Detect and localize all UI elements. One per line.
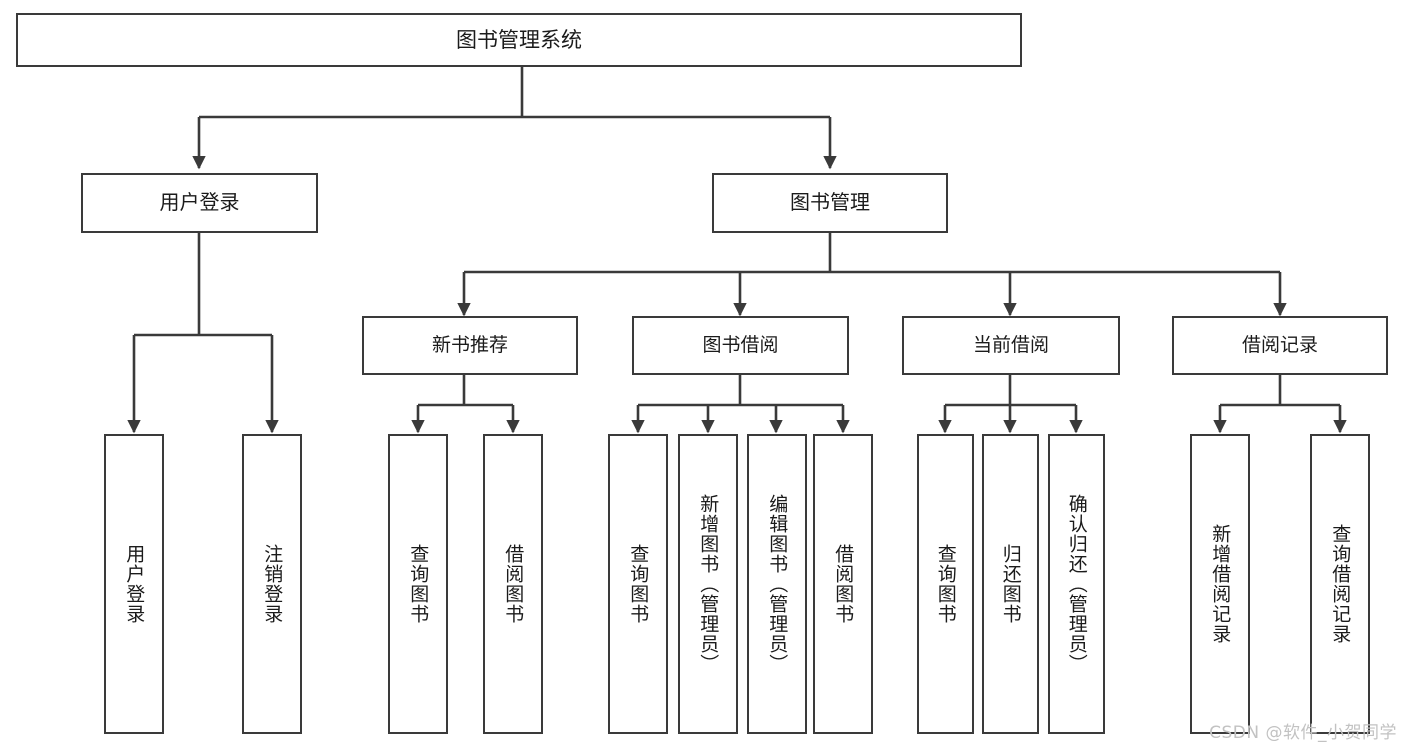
node-borrow-record[interactable]: 借阅记录 [1172, 316, 1388, 375]
leaf-label: 新增图书（管理员） [697, 494, 720, 674]
node-user-login[interactable]: 用户登录 [81, 173, 318, 233]
leaf-new-book-borrow[interactable]: 借阅图书 [483, 434, 543, 734]
leaf-label: 借阅图书 [502, 544, 525, 624]
leaf-label: 查询借阅记录 [1329, 524, 1352, 644]
watermark: CSDN @软件_小贺同学 [1209, 723, 1397, 743]
leaf-label: 注销登录 [261, 544, 284, 624]
leaf-record-query[interactable]: 查询借阅记录 [1310, 434, 1370, 734]
leaf-borrow-query-book[interactable]: 查询图书 [608, 434, 668, 734]
leaf-label: 查询图书 [934, 544, 957, 624]
leaf-new-book-query[interactable]: 查询图书 [388, 434, 448, 734]
node-book-borrow[interactable]: 图书借阅 [632, 316, 849, 375]
node-new-book-recommend[interactable]: 新书推荐 [362, 316, 578, 375]
leaf-current-query-book[interactable]: 查询图书 [917, 434, 974, 734]
leaf-record-add[interactable]: 新增借阅记录 [1190, 434, 1250, 734]
leaf-user-login-signin[interactable]: 用户登录 [104, 434, 164, 734]
leaf-label: 新增借阅记录 [1209, 524, 1232, 644]
leaf-label: 编辑图书（管理员） [766, 494, 789, 674]
leaf-label: 借阅图书 [832, 544, 855, 624]
leaf-borrow-borrow-book[interactable]: 借阅图书 [813, 434, 873, 734]
leaf-current-confirm-return-admin[interactable]: 确认归还（管理员） [1048, 434, 1105, 734]
leaf-label: 查询图书 [627, 544, 650, 624]
leaf-user-login-signout[interactable]: 注销登录 [242, 434, 302, 734]
leaf-label: 查询图书 [407, 544, 430, 624]
leaf-borrow-edit-book-admin[interactable]: 编辑图书（管理员） [747, 434, 807, 734]
node-root[interactable]: 图书管理系统 [16, 13, 1022, 67]
leaf-current-return-book[interactable]: 归还图书 [982, 434, 1039, 734]
node-current-borrow[interactable]: 当前借阅 [902, 316, 1120, 375]
leaf-label: 用户登录 [123, 544, 146, 624]
node-book-management[interactable]: 图书管理 [712, 173, 948, 233]
leaf-label: 确认归还（管理员） [1065, 494, 1088, 674]
leaf-borrow-add-book-admin[interactable]: 新增图书（管理员） [678, 434, 738, 734]
leaf-label: 归还图书 [999, 544, 1022, 624]
